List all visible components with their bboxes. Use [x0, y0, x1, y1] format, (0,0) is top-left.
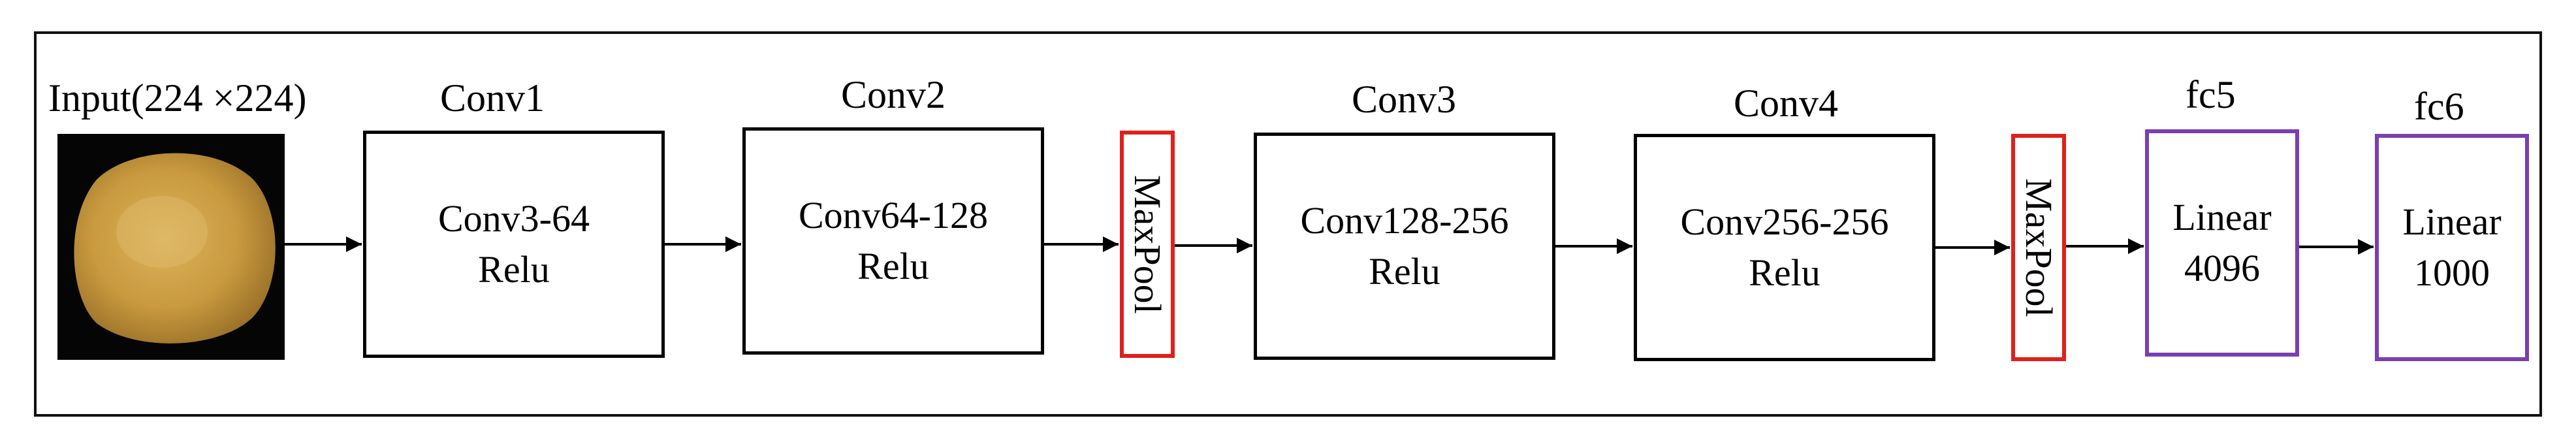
maxpool-2-block: MaxPool — [2011, 134, 2066, 361]
conv2-title: Conv2 — [841, 73, 946, 116]
maxpool-2-label: MaxPool — [2018, 178, 2060, 317]
conv1-line-2: Relu — [478, 248, 550, 291]
conv3-title: Conv3 — [1352, 78, 1457, 121]
conv4-title: Conv4 — [1734, 82, 1839, 125]
fc5-block: Linear 4096 — [2145, 129, 2299, 357]
input-image — [57, 134, 285, 360]
fc6-line-2: 1000 — [2414, 251, 2490, 294]
conv4-line-1: Conv256-256 — [1680, 200, 1889, 243]
fc5-line-1: Linear — [2172, 195, 2272, 238]
fc5-line-2: 4096 — [2184, 247, 2260, 289]
conv1-title: Conv1 — [440, 76, 545, 120]
conv2-line-2: Relu — [857, 245, 929, 287]
maxpool-1-label: MaxPool — [1126, 174, 1169, 314]
conv2-block: Conv64-128 Relu — [742, 127, 1044, 355]
conv2-line-1: Conv64-128 — [799, 193, 988, 236]
conv1-block: Conv3-64 Relu — [363, 131, 665, 358]
bread-roll-icon — [74, 153, 276, 344]
input-label: Input(224 ×224) — [48, 76, 307, 120]
fc6-title: fc6 — [2414, 85, 2464, 128]
conv3-block: Conv128-256 Relu — [1254, 133, 1555, 360]
conv3-line-2: Relu — [1369, 250, 1440, 293]
diagram-frame — [34, 31, 2542, 417]
fc6-block: Linear 1000 — [2375, 134, 2529, 361]
fc6-line-1: Linear — [2402, 200, 2502, 243]
conv3-line-1: Conv128-256 — [1300, 199, 1509, 242]
conv1-line-1: Conv3-64 — [438, 197, 590, 240]
maxpool-1-block: MaxPool — [1120, 131, 1175, 358]
fc5-title: fc5 — [2186, 73, 2236, 116]
conv4-line-2: Relu — [1749, 251, 1821, 294]
conv4-block: Conv256-256 Relu — [1634, 134, 1935, 361]
